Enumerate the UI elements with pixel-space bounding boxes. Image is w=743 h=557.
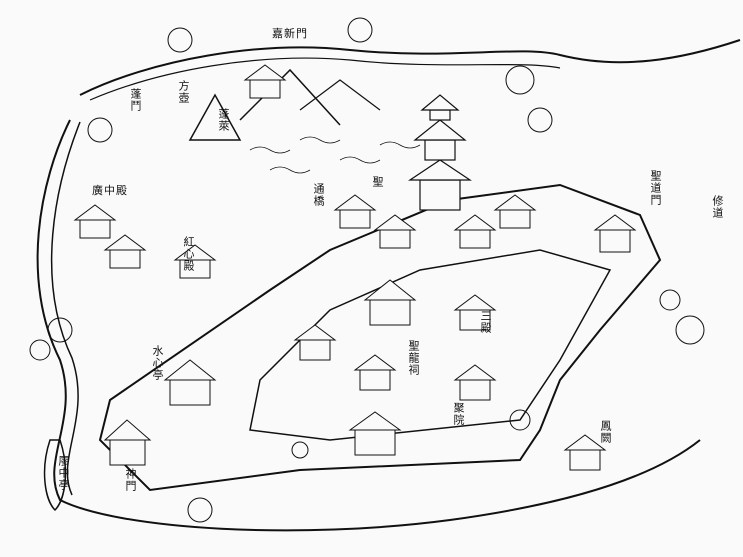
pond [43,439,67,512]
center-label: 聖龍祠 [407,340,420,376]
lower-center-label: 聚院 [452,402,465,426]
lower-left-label: 水心亭 [151,345,164,381]
mid-left-label: 紅心殿 [182,236,195,272]
right-gate-label: 聖道門 [649,170,662,206]
upper-left-label-b: 方壺 [177,80,190,104]
far-left-bottom-label: 廖中亭 [57,455,70,491]
tree-cluster [29,17,705,523]
upper-left-label-a: 蓬鬥 [129,88,142,112]
top-gate-label: 嘉新門 [272,27,308,40]
mountain [239,68,341,126]
bridge-label: 通橋 [312,183,325,207]
mid-top-label: 聖 [371,176,384,188]
building-cluster [73,64,637,471]
outer-road [36,119,701,532]
palace-inner-wall [249,249,612,441]
left-hall-label: 廣中殿 [92,184,128,197]
mountain [188,93,242,141]
far-right-label: 修道 [711,195,724,219]
bottom-left-gate-label: 神門 [124,468,137,492]
lower-right-gate-label: 鳳闕 [599,420,612,444]
palace-outer-wall [98,183,662,492]
north-road [79,39,741,96]
central-pagoda [408,94,472,211]
north-road-inner [89,57,561,101]
upper-mid-label: 蓬萊 [217,108,230,132]
outer-road-inner [50,121,81,496]
lake-ripples [249,136,421,174]
mountain [299,79,381,111]
center-right-label: 三殿 [479,310,492,334]
